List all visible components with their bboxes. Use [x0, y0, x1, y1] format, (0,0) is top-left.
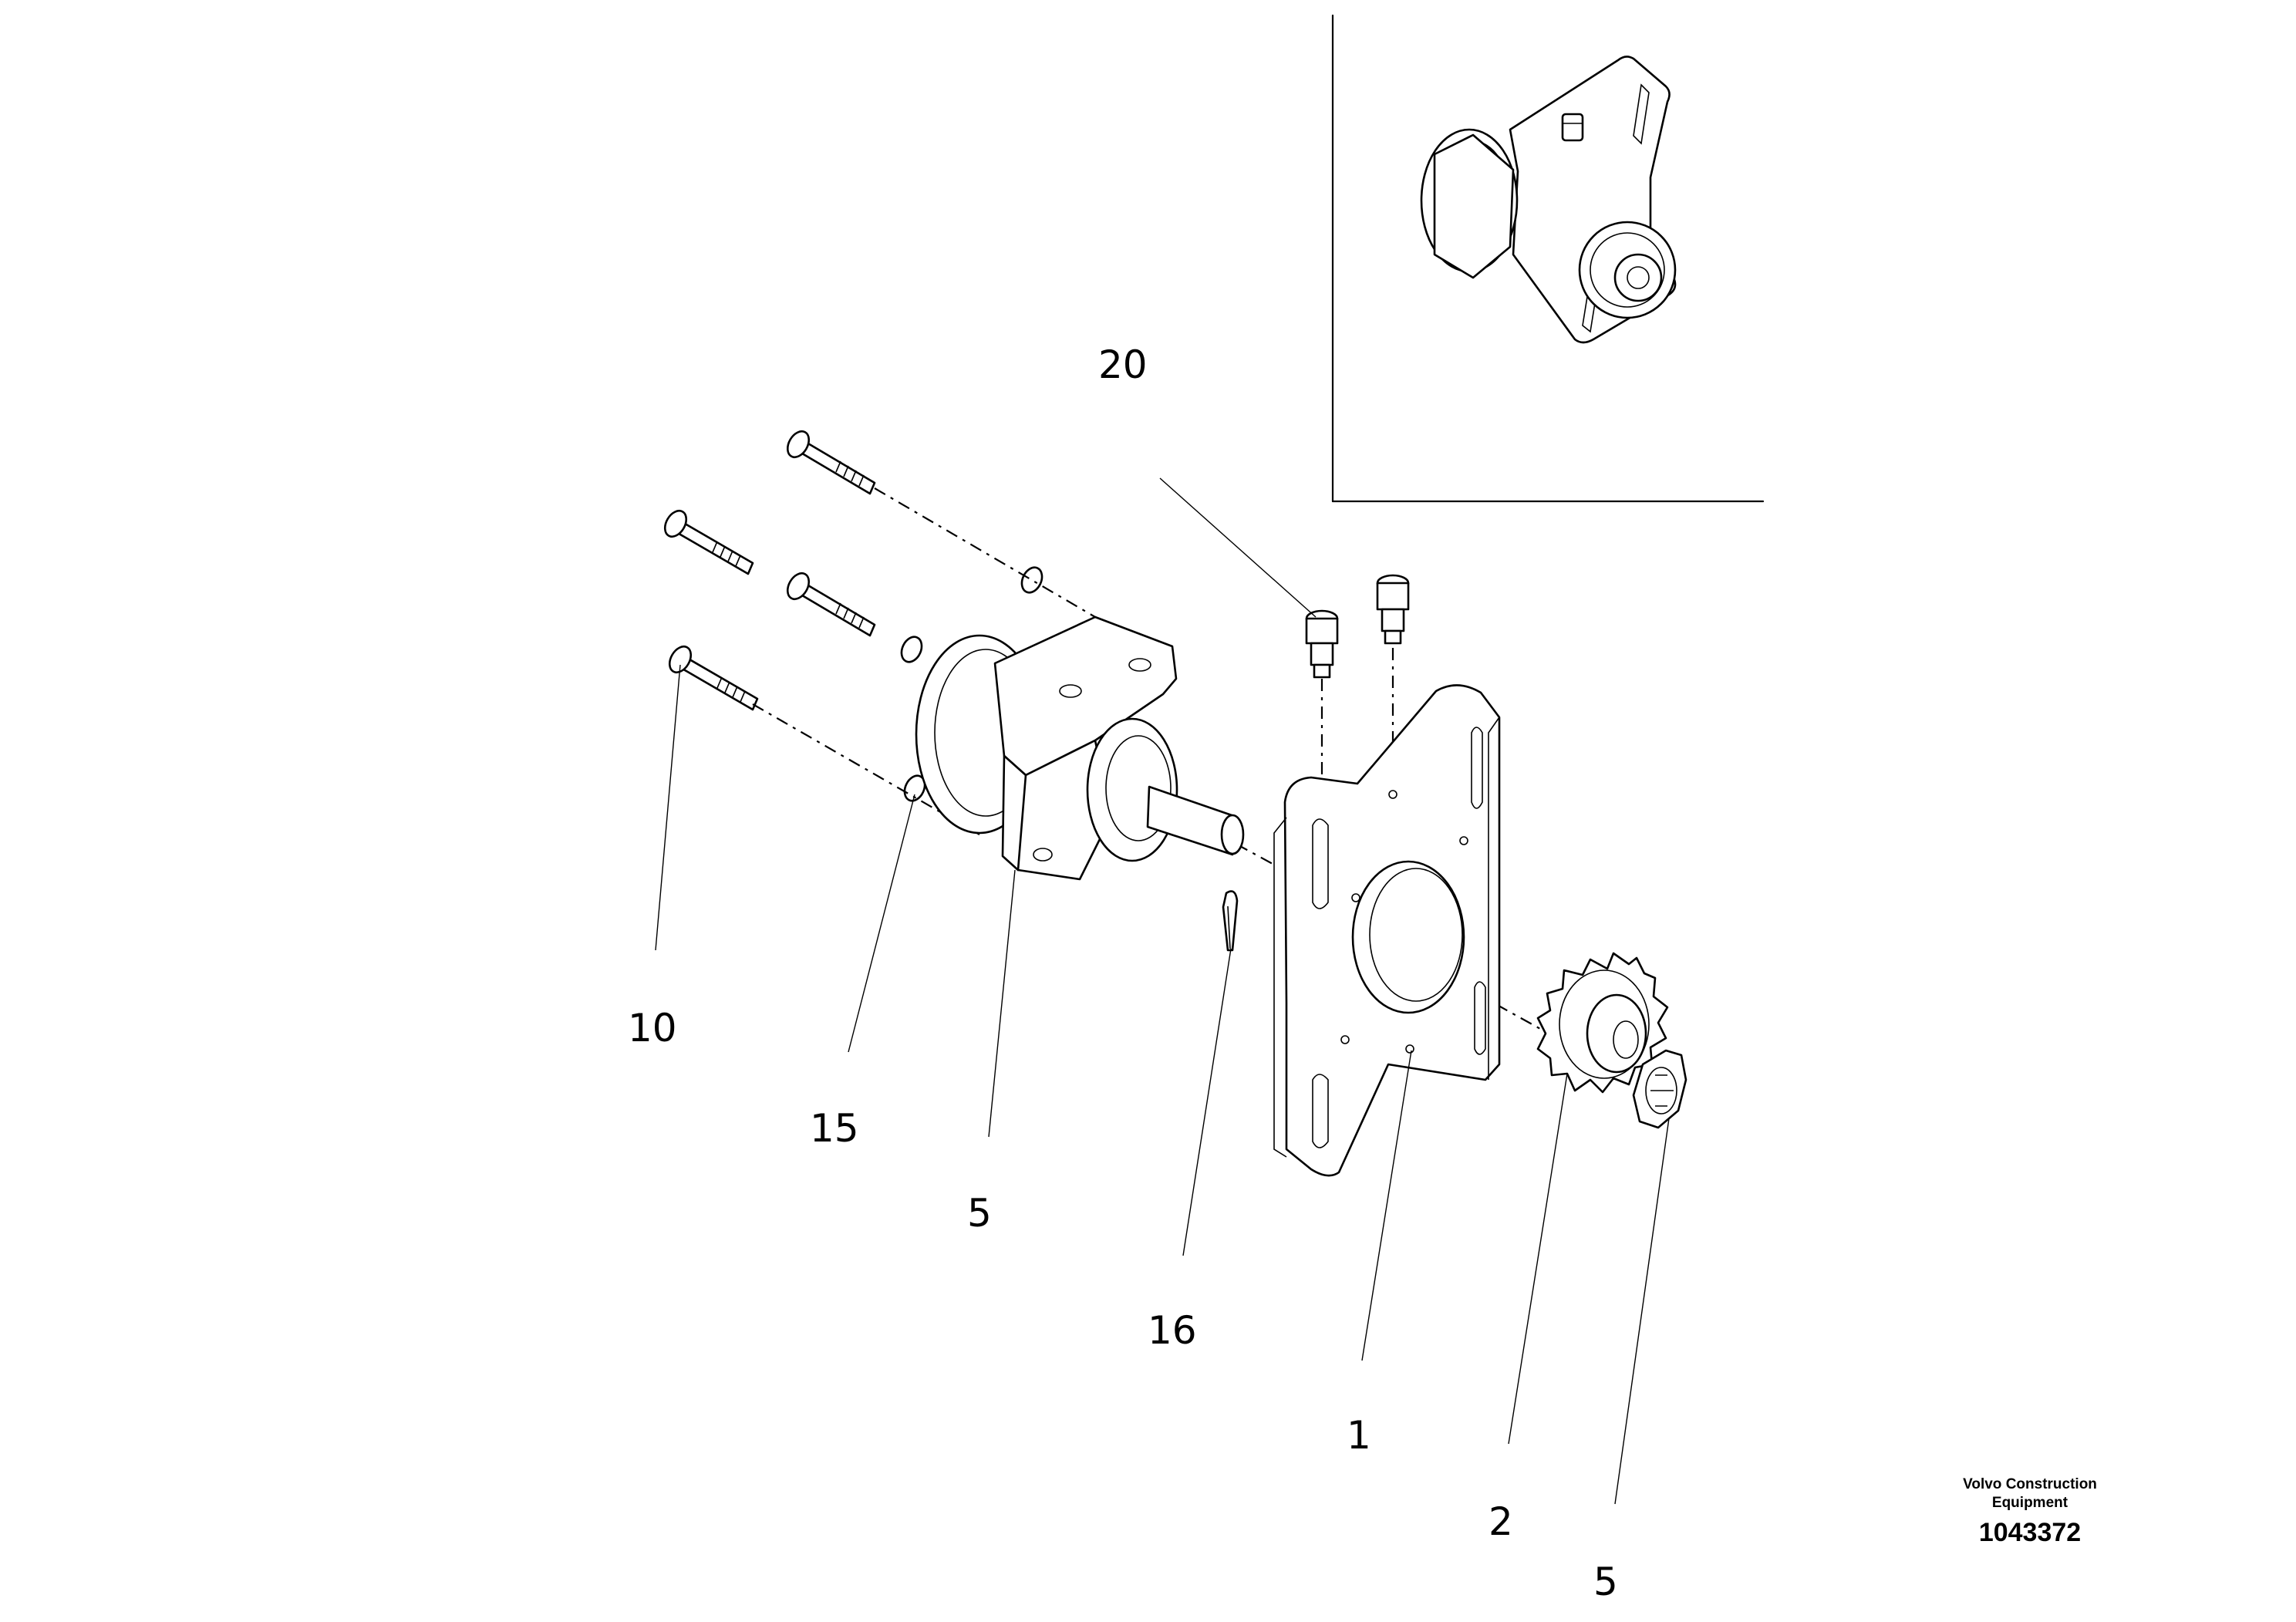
inset-assembled-view [1331, 14, 1765, 503]
brand-line-1: Volvo Construction [1963, 1476, 2097, 1492]
callout-20: 20 [1098, 342, 1148, 387]
bolt [786, 572, 876, 637]
hydraulic-motor-housing-item-5 [915, 615, 1245, 881]
sprocket-item-2 [1536, 952, 1669, 1094]
grease-nipples-item-20 [1305, 574, 1410, 679]
callout-5-nut: 5 [1593, 1560, 1618, 1604]
brand-line-2: Equipment [1992, 1495, 2068, 1511]
callout-5-housing: 5 [967, 1191, 992, 1236]
bolts-item-10 [663, 430, 876, 711]
callout-1: 1 [1347, 1413, 1371, 1458]
bolt [786, 430, 876, 495]
cotter-pin-item-16 [1222, 890, 1239, 952]
callout-15: 15 [810, 1106, 859, 1151]
callout-16: 16 [1148, 1308, 1197, 1353]
bolt [663, 509, 754, 575]
bolt [668, 645, 759, 711]
leader-lines [655, 477, 1670, 1505]
castle-nut-item-5 [1632, 1049, 1687, 1129]
document-number: 1043372 [1979, 1518, 2081, 1547]
nipple [1305, 609, 1339, 679]
callout-10: 10 [628, 1006, 677, 1050]
callout-2: 2 [1489, 1499, 1513, 1544]
mounting-plate-item-1 [1273, 684, 1501, 1177]
nipple [1376, 574, 1410, 645]
inset-sprocket [1578, 221, 1677, 319]
